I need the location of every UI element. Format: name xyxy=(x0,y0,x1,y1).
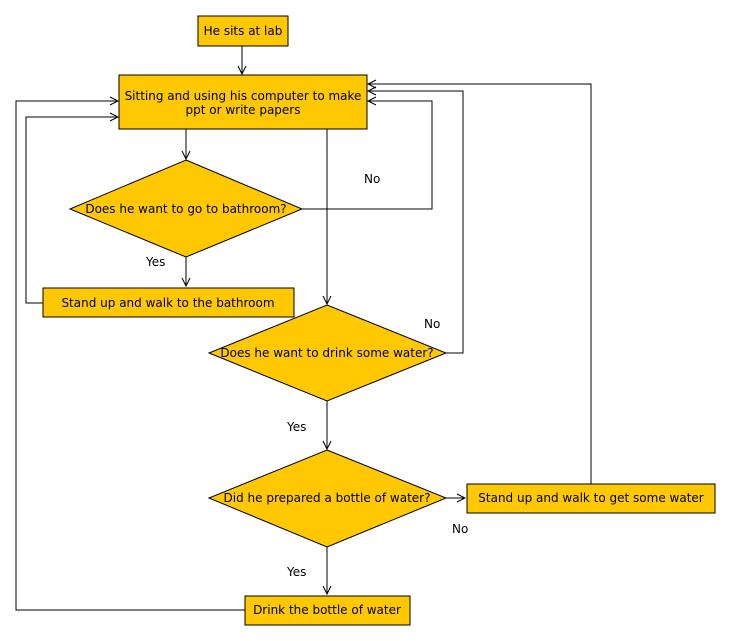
node-water-question-label: Does he want to drink some water? xyxy=(220,346,433,360)
node-prepared-question: Did he prepared a bottle of water? xyxy=(207,449,448,548)
node-work-shape xyxy=(118,74,368,130)
edge-bathroom-no-to-work xyxy=(302,101,433,210)
node-bathroom-question-shape xyxy=(68,159,304,258)
edge-label-bathroom-yes: Yes xyxy=(145,255,165,269)
node-walk-bathroom-shape xyxy=(42,287,295,318)
node-work: Sitting and using his computer to make p… xyxy=(118,74,368,130)
node-water-question-shape xyxy=(207,304,448,402)
edge-label-water-yes: Yes xyxy=(286,420,306,434)
node-prepared-question-shape xyxy=(207,449,448,548)
node-bathroom-question: Does he want to go to bathroom? xyxy=(68,159,304,258)
edge-label-water-no: No xyxy=(424,317,440,331)
node-drink: Drink the bottle of water xyxy=(244,595,411,626)
edge-water-no-to-work xyxy=(368,91,464,354)
node-water-question: Does he want to drink some water? xyxy=(207,304,448,402)
edge-drink-to-work xyxy=(15,101,245,611)
edge-label-bathroom-no: No xyxy=(364,172,380,186)
node-walk-bathroom: Stand up and walk to the bathroom xyxy=(42,287,295,318)
node-work-label-line2: ppt or write papers xyxy=(186,103,301,117)
edge-walk-bathroom-to-work xyxy=(25,117,118,304)
node-get-water-label: Stand up and walk to get some water xyxy=(478,491,704,505)
node-start: He sits at lab xyxy=(197,15,289,47)
node-bathroom-question-label: Does he want to go to bathroom? xyxy=(85,202,286,216)
edge-label-prepared-yes: Yes xyxy=(286,565,306,579)
node-get-water: Stand up and walk to get some water xyxy=(466,483,716,514)
edge-get-water-to-work xyxy=(368,84,592,484)
node-start-label: He sits at lab xyxy=(204,24,283,38)
node-get-water-shape xyxy=(466,483,716,514)
node-prepared-question-label: Did he prepared a bottle of water? xyxy=(224,491,431,505)
node-start-shape xyxy=(197,15,289,47)
node-drink-label: Drink the bottle of water xyxy=(253,603,401,617)
node-drink-shape xyxy=(244,595,411,626)
edge-label-prepared-no: No xyxy=(452,522,468,536)
node-walk-bathroom-label: Stand up and walk to the bathroom xyxy=(61,296,274,310)
node-work-label-line1: Sitting and using his computer to make xyxy=(125,89,362,103)
